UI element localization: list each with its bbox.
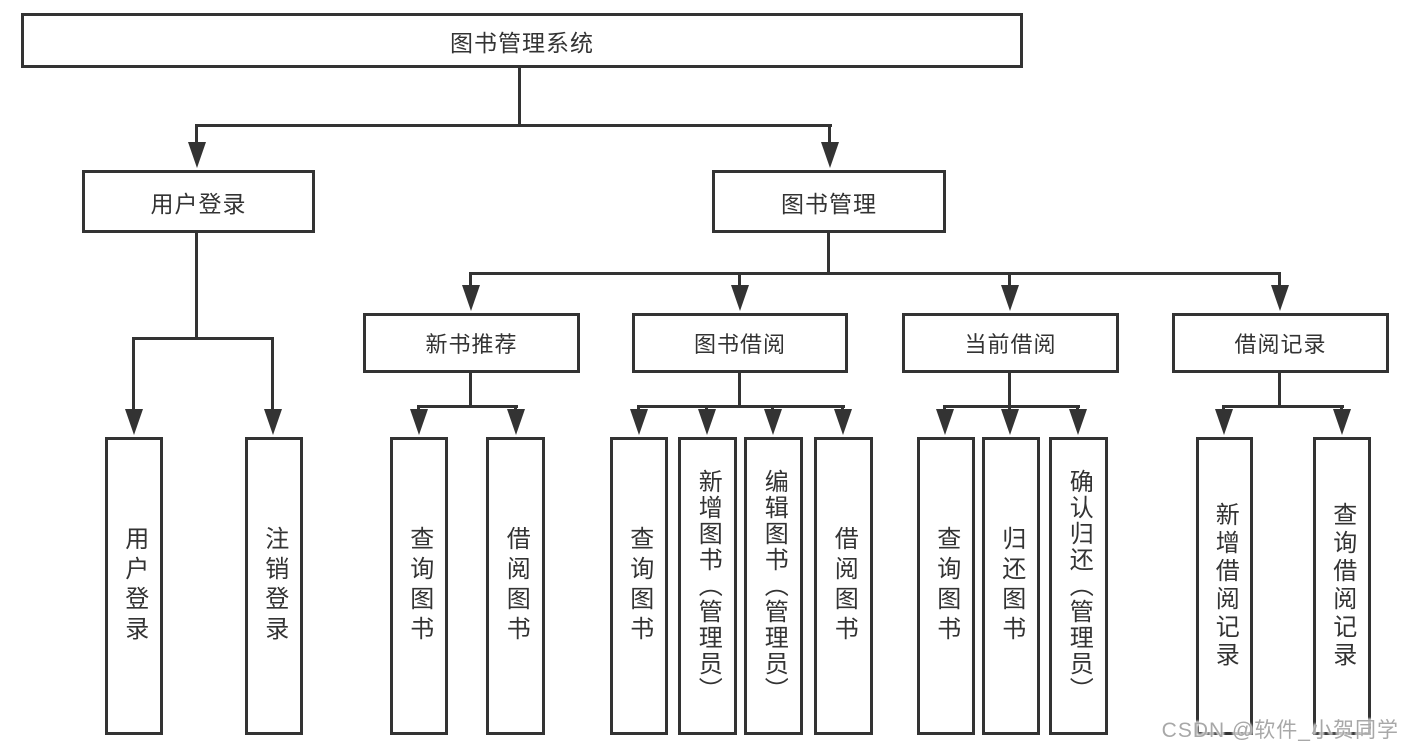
node-new-book-recommend: 新书推荐 (363, 313, 580, 373)
node-leaf-query-books-borrowing-label: 查询图书 (625, 526, 653, 646)
connector-vline (132, 337, 135, 411)
connector-vline (469, 373, 472, 405)
connector-arrowhead-down-icon (188, 142, 206, 168)
node-leaf-add-books-admin: 新增图书（管理员） (678, 437, 737, 735)
node-root: 图书管理系统 (21, 13, 1023, 68)
connector-hline (943, 405, 1080, 408)
connector-hline (417, 405, 518, 408)
connector-vline (738, 373, 741, 405)
connector-vline (827, 233, 830, 272)
connector-hline (637, 405, 845, 408)
connector-arrowhead-down-icon (1069, 409, 1087, 435)
node-leaf-confirm-return-admin: 确认归还（管理员） (1049, 437, 1108, 735)
connector-arrowhead-down-icon (821, 142, 839, 168)
node-leaf-logout: 注销登录 (245, 437, 303, 735)
node-leaf-add-borrow-record: 新增借阅记录 (1196, 437, 1253, 735)
connector-arrowhead-down-icon (731, 285, 749, 311)
connector-hline (195, 124, 832, 127)
connector-vline (271, 337, 274, 411)
connector-arrowhead-down-icon (1001, 285, 1019, 311)
node-leaf-add-borrow-record-label: 新增借阅记录 (1211, 502, 1239, 670)
node-leaf-query-books-recommend: 查询图书 (390, 437, 448, 735)
connector-arrowhead-down-icon (410, 409, 428, 435)
connector-hline (1222, 405, 1344, 408)
node-leaf-query-books-current-label: 查询图书 (932, 526, 960, 646)
connector-arrowhead-down-icon (630, 409, 648, 435)
connector-arrowhead-down-icon (507, 409, 525, 435)
connector-vline (518, 68, 521, 124)
node-book-management-label: 图书管理 (781, 190, 877, 217)
node-root-label: 图书管理系统 (450, 29, 594, 56)
connector-hline (132, 337, 274, 340)
connector-vline (828, 124, 831, 146)
connector-vline (195, 233, 198, 337)
connector-arrowhead-down-icon (125, 409, 143, 435)
node-book-borrowing-label: 图书借阅 (693, 332, 786, 357)
connector-arrowhead-down-icon (1001, 409, 1019, 435)
node-leaf-logout-label: 注销登录 (260, 526, 288, 646)
node-leaf-confirm-return-admin-label: 确认归还（管理员） (1065, 469, 1093, 703)
node-borrowing-records: 借阅记录 (1172, 313, 1389, 373)
node-leaf-borrow-books-recommend-label: 借阅图书 (502, 526, 530, 646)
node-leaf-query-borrow-record: 查询借阅记录 (1313, 437, 1371, 735)
node-leaf-borrow-books-recommend: 借阅图书 (486, 437, 545, 735)
connector-hline (469, 272, 1281, 275)
connector-arrowhead-down-icon (834, 409, 852, 435)
node-leaf-query-books-recommend-label: 查询图书 (405, 526, 433, 646)
connector-arrowhead-down-icon (1333, 409, 1351, 435)
connector-vline (1008, 373, 1011, 405)
node-leaf-user-login-label: 用户登录 (120, 526, 148, 646)
node-current-borrowing-label: 当前借阅 (964, 332, 1057, 357)
node-leaf-query-books-current: 查询图书 (917, 437, 975, 735)
connector-arrowhead-down-icon (764, 409, 782, 435)
node-leaf-edit-books-admin: 编辑图书（管理员） (744, 437, 803, 735)
connector-vline (1278, 272, 1281, 287)
node-leaf-add-books-admin-label: 新增图书（管理员） (694, 469, 722, 703)
node-borrowing-records-label: 借阅记录 (1234, 332, 1327, 357)
node-leaf-edit-books-admin-label: 编辑图书（管理员） (760, 469, 788, 703)
node-leaf-return-books: 归还图书 (982, 437, 1040, 735)
node-book-management: 图书管理 (712, 170, 946, 233)
connector-arrowhead-down-icon (1215, 409, 1233, 435)
watermark: CSDN @软件_小贺同学 (1161, 719, 1399, 742)
node-leaf-borrow-books-borrowing: 借阅图书 (814, 437, 873, 735)
connector-arrowhead-down-icon (462, 285, 480, 311)
node-leaf-query-borrow-record-label: 查询借阅记录 (1328, 502, 1356, 670)
connector-vline (738, 272, 741, 287)
connector-vline (195, 124, 198, 146)
node-leaf-user-login: 用户登录 (105, 437, 163, 735)
node-user-login-label: 用户登录 (150, 190, 247, 217)
connector-arrowhead-down-icon (698, 409, 716, 435)
node-leaf-return-books-label: 归还图书 (997, 526, 1025, 646)
node-current-borrowing: 当前借阅 (902, 313, 1119, 373)
connector-arrowhead-down-icon (1271, 285, 1289, 311)
node-new-book-recommend-label: 新书推荐 (425, 332, 518, 357)
node-leaf-query-books-borrowing: 查询图书 (610, 437, 668, 735)
connector-vline (1008, 272, 1011, 287)
node-user-login: 用户登录 (82, 170, 315, 233)
connector-vline (469, 272, 472, 287)
node-book-borrowing: 图书借阅 (632, 313, 848, 373)
node-leaf-borrow-books-borrowing-label: 借阅图书 (830, 526, 858, 646)
connector-arrowhead-down-icon (936, 409, 954, 435)
connector-arrowhead-down-icon (264, 409, 282, 435)
connector-vline (1278, 373, 1281, 405)
